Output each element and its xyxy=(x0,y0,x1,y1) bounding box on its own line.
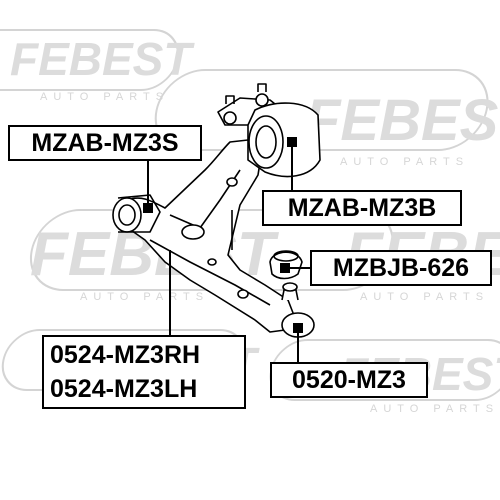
callout-mzab-mz3s-label: MZAB-MZ3S xyxy=(31,128,179,157)
front-bushing-inner xyxy=(118,204,136,226)
bracket-bolt-1 xyxy=(223,111,237,125)
watermark-brand-1: FEBEST xyxy=(10,33,195,85)
arm-hole-3 xyxy=(237,289,249,299)
marker-mzbjb-626 xyxy=(280,263,290,273)
callout-mzab-mz3b-label: MZAB-MZ3B xyxy=(287,193,437,222)
callout-0520-mz3: 0520-MZ3 xyxy=(270,362,428,398)
callout-0524-mz3lh-label: 0524-MZ3LH xyxy=(50,375,198,403)
bracket-bolt-2 xyxy=(255,93,269,107)
marker-mzab-mz3s xyxy=(143,203,153,213)
watermark-tagline-6: AUTO PARTS xyxy=(370,403,499,415)
watermark-tagline-3: AUTO PARTS xyxy=(80,291,209,303)
callout-0524-mz3rh-label: 0524-MZ3RH xyxy=(50,341,201,369)
arm-hole-1 xyxy=(181,224,205,240)
callout-mzbjb-626: MZBJB-626 xyxy=(310,250,492,286)
rear-bushing-inner xyxy=(255,125,277,159)
watermark-tagline-2: AUTO PARTS xyxy=(340,156,469,168)
marker-0520 xyxy=(293,323,303,333)
ball-joint-top xyxy=(282,282,298,292)
marker-mzab-mz3b xyxy=(287,137,297,147)
callout-mzbjb-626-label: MZBJB-626 xyxy=(332,253,470,282)
watermark-brand-2: FEBEST xyxy=(305,88,500,153)
watermark-tagline-4: AUTO PARTS xyxy=(360,291,489,303)
arm-hole-4 xyxy=(226,177,238,187)
callout-mzab-mz3s: MZAB-MZ3S xyxy=(8,125,202,161)
front-bushing-sleeve xyxy=(117,194,161,233)
arm-hole-2 xyxy=(207,258,217,266)
callout-mzab-mz3b: MZAB-MZ3B xyxy=(262,190,462,226)
callout-0520-mz3-label: 0520-MZ3 xyxy=(292,365,406,394)
callout-0524: 0524-MZ3RH 0524-MZ3LH xyxy=(42,335,246,409)
arm-body xyxy=(127,139,296,333)
watermark-tagline-1: AUTO PARTS xyxy=(40,91,169,103)
